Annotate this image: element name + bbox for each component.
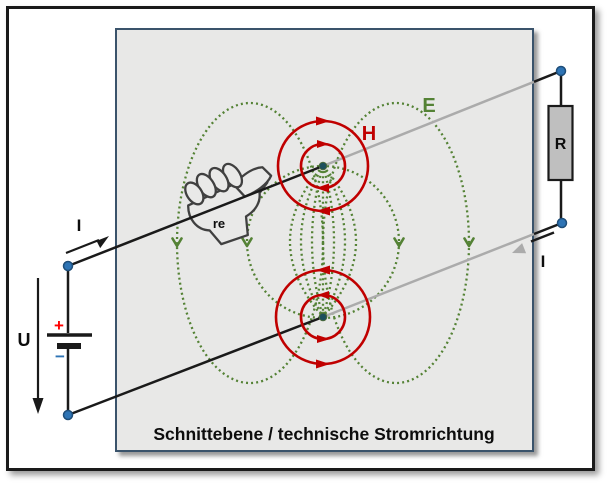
supply-current-arrow — [65, 236, 109, 255]
resistor-symbol-icon — [547, 65, 574, 229]
e-field-arrow-down-icon — [393, 237, 405, 248]
lower-conductor-dot — [318, 312, 328, 322]
battery-node-top — [62, 260, 74, 272]
h-arrow-right-icon — [317, 140, 329, 148]
return-wire-behind — [322, 232, 535, 319]
voltage-label: U — [18, 330, 31, 350]
h-field-label: H — [362, 123, 376, 145]
supply-current-label: I — [77, 216, 82, 235]
return-current-arrowhead-icon — [512, 243, 527, 254]
e-field-arrow-down-icon — [463, 237, 475, 248]
right-hand-grip-icon — [184, 162, 273, 246]
upper-conductor-dot — [318, 161, 328, 171]
e-field-line — [299, 165, 324, 318]
plane-caption: Schnittebene / technische Stromrichtung — [153, 424, 494, 444]
battery-symbol-icon — [47, 260, 92, 421]
supply-current-arrowhead-icon — [96, 236, 109, 249]
e-field-label: E — [422, 95, 435, 117]
return-wire-front — [67, 315, 324, 417]
e-field-arrow-down-icon — [241, 237, 253, 248]
resistor-body — [547, 104, 574, 182]
resistor-label: R — [555, 136, 567, 153]
wires-behind-plane — [322, 80, 535, 319]
h-arrow-right-icon — [316, 116, 330, 126]
resistor-node-top — [555, 65, 567, 77]
right-hand-label: re — [213, 216, 225, 231]
return-current-label: I — [541, 252, 546, 271]
h-arrow-left-icon — [316, 265, 330, 275]
e-field-lines — [171, 101, 475, 385]
e-field-line — [321, 165, 336, 318]
h-arrow-left-icon — [317, 291, 329, 299]
h-field-lower-conductor — [274, 265, 372, 369]
h-arrow-left-icon — [316, 183, 329, 193]
e-field-line — [310, 165, 325, 318]
hand-finger — [184, 181, 205, 206]
supply-current-arrow-shaft — [65, 238, 100, 255]
voltage-arrowhead-icon — [32, 398, 44, 414]
battery-node-bottom — [62, 409, 74, 421]
e-field-arrow-down-icon — [171, 237, 183, 248]
e-field-line — [322, 165, 347, 318]
h-field-upper-conductor — [276, 116, 370, 216]
supply-wire-front — [67, 164, 324, 268]
minus-label: − — [55, 347, 65, 366]
plus-label: + — [54, 316, 64, 335]
current-direction-tick — [530, 231, 555, 243]
h-arrow-right-icon — [317, 335, 330, 343]
resistor-node-bottom — [556, 217, 568, 229]
h-arrow-left-icon — [316, 206, 330, 216]
voltage-arrow — [32, 278, 44, 414]
h-arrow-right-icon — [316, 359, 330, 369]
supply-wire-behind — [322, 80, 535, 168]
